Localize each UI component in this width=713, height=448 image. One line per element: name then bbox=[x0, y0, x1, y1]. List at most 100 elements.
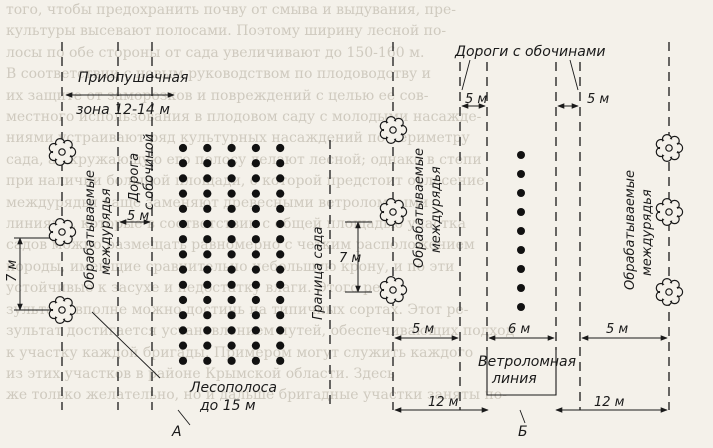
tree-dot bbox=[251, 326, 260, 335]
background-text-line: зультата вполне можно достичь на типичны… bbox=[6, 301, 469, 318]
tree-dot bbox=[517, 246, 525, 254]
tree-dot bbox=[227, 341, 236, 350]
tree-dot bbox=[227, 280, 236, 289]
tree-dot bbox=[203, 326, 212, 335]
tree-dot bbox=[227, 295, 236, 305]
tree-dot bbox=[203, 265, 212, 274]
cultivated-rows-label-a-1: Обрабатываемые bbox=[83, 170, 98, 290]
scheme-b bbox=[345, 42, 670, 424]
tree-dot bbox=[517, 151, 525, 159]
tree-dot bbox=[276, 204, 285, 213]
tree-dot bbox=[203, 341, 212, 350]
tree-dot bbox=[517, 303, 525, 311]
tree-dot bbox=[227, 189, 236, 198]
label-a-pointer bbox=[177, 409, 191, 426]
tree-dot bbox=[251, 295, 260, 305]
road-label-b: с обочиной bbox=[142, 134, 157, 210]
tree-dot bbox=[276, 295, 285, 305]
scheme-b-label: Б bbox=[518, 424, 528, 440]
tree-dot bbox=[251, 219, 260, 229]
roads-with-shoulders-label: Дороги с обочинами bbox=[454, 44, 606, 60]
tree-dot bbox=[276, 235, 285, 244]
tree-dot bbox=[203, 159, 212, 168]
cultivated-rows-label-a-2: междурядья bbox=[99, 188, 114, 275]
tree-dot bbox=[203, 250, 212, 259]
tree-dot bbox=[517, 189, 525, 197]
tree-dot bbox=[276, 341, 285, 350]
tree-dot bbox=[178, 326, 188, 335]
windbreak-line-label: Ветроломная bbox=[478, 354, 576, 370]
tree-dot bbox=[251, 159, 260, 168]
trees-left bbox=[48, 138, 77, 324]
tree-dot bbox=[203, 204, 212, 213]
orchard-grid-a bbox=[178, 143, 285, 365]
tree-dot bbox=[517, 227, 525, 235]
row-spacing-center: 7 м bbox=[339, 251, 361, 266]
tree-dot bbox=[251, 250, 260, 259]
tree-dot bbox=[178, 235, 188, 244]
background-text-line: устойчивые к засухе и недостатку влаги. … bbox=[6, 280, 386, 297]
tree-dot bbox=[227, 235, 236, 244]
tree-dot bbox=[227, 174, 236, 183]
tree-dot bbox=[178, 280, 188, 289]
forest-strip-width: до 15 м bbox=[199, 398, 256, 414]
tree-dot bbox=[276, 219, 285, 229]
tree-dot bbox=[276, 159, 285, 168]
tree-dot bbox=[178, 341, 188, 350]
tree-dot bbox=[203, 219, 212, 229]
tree-dot bbox=[251, 280, 260, 289]
windbreak-width: 6 м bbox=[508, 322, 530, 337]
road-width-top-right: 5 м bbox=[587, 92, 609, 107]
tree-dot bbox=[276, 280, 285, 289]
tree-dot bbox=[276, 189, 285, 198]
tree-dot bbox=[251, 235, 260, 244]
tree-dot bbox=[203, 235, 212, 244]
tree-dot bbox=[227, 204, 236, 213]
tree-dot bbox=[178, 295, 188, 305]
road-label-a: Дорога bbox=[127, 153, 142, 203]
tree-dot bbox=[517, 284, 525, 292]
background-text-line: сада, а окружающую его полосу делают лес… bbox=[6, 151, 482, 168]
background-text-line: их защите от заморозков и повреждений с … bbox=[6, 87, 429, 104]
zone-width-left: 12 м bbox=[428, 395, 459, 410]
cultivated-rows-label-b1-2: междурядья bbox=[429, 166, 444, 253]
background-text-line: зультат достигается установлением путей,… bbox=[6, 323, 515, 340]
road-width-top-left: 5 м bbox=[465, 92, 487, 107]
tree-symbol bbox=[655, 278, 684, 306]
tree-dot bbox=[178, 265, 188, 274]
background-text-line: лосы по обе стороны от сада увеличивают … bbox=[6, 44, 425, 61]
road-width-bottom-left: 5 м bbox=[412, 322, 434, 337]
tree-dot bbox=[227, 265, 236, 274]
tree-dot bbox=[276, 143, 285, 153]
background-text-line: из этих участков в районе Крымской облас… bbox=[6, 365, 395, 382]
tree-dot bbox=[203, 311, 212, 320]
tree-dot bbox=[276, 311, 285, 320]
tree-dot bbox=[227, 159, 236, 168]
cultivated-rows-label-b1-1: Обрабатываемые bbox=[412, 148, 427, 268]
tree-dot bbox=[178, 311, 188, 320]
tree-dot bbox=[517, 208, 525, 216]
tree-dot bbox=[178, 204, 188, 213]
road-width-bottom-right: 5 м bbox=[606, 322, 628, 337]
tree-symbol bbox=[48, 296, 77, 324]
tree-dot bbox=[517, 265, 525, 273]
tree-symbol bbox=[655, 198, 684, 226]
scheme-a-label: А bbox=[171, 424, 182, 440]
tree-dot bbox=[251, 356, 260, 365]
tree-dot bbox=[251, 189, 260, 198]
background-text-line: же только желательно, но и дальше бригад… bbox=[6, 387, 507, 404]
tree-dot bbox=[276, 356, 285, 365]
garden-border-label: Граница сада bbox=[311, 227, 326, 320]
tree-dot bbox=[251, 265, 260, 274]
tree-spacing-left: 7 м bbox=[5, 260, 20, 282]
background-text-line: к участку каждой бригады. Примером могут… bbox=[6, 344, 474, 361]
near-slope-zone-width: зона 12-14 м bbox=[76, 102, 170, 118]
trees-right bbox=[379, 116, 684, 306]
tree-dot bbox=[178, 189, 188, 198]
tree-dot bbox=[276, 250, 285, 259]
tree-dot bbox=[251, 311, 260, 320]
background-text-line: местного использования в плодовом саду с… bbox=[6, 109, 482, 126]
tree-symbol bbox=[655, 134, 684, 162]
